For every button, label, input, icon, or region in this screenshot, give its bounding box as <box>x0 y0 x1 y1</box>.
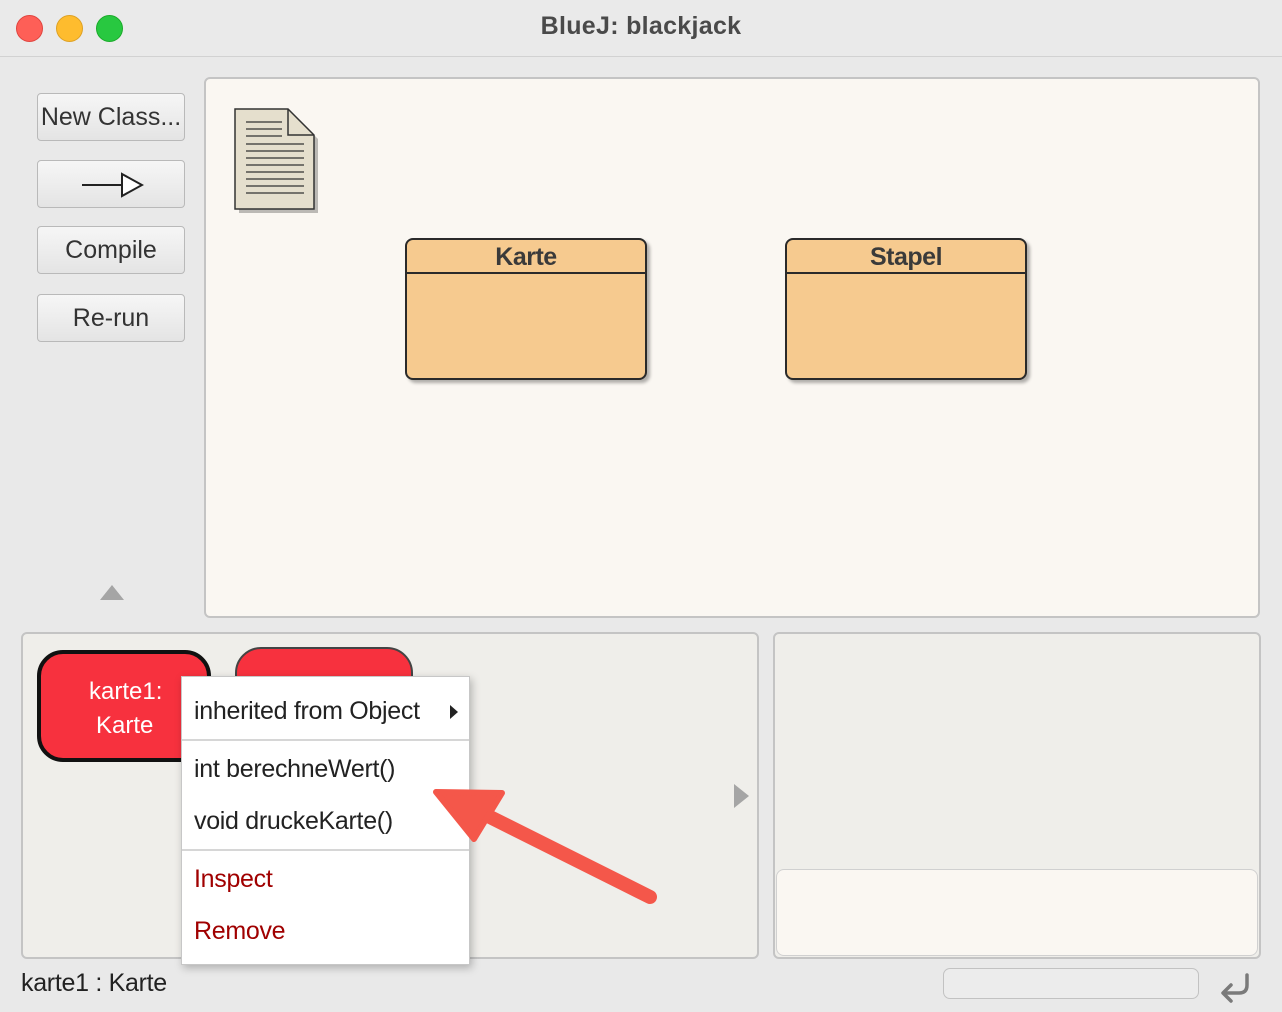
window-title: BlueJ: blackjack <box>540 12 742 40</box>
reset-machine-icon[interactable] <box>1217 969 1253 1003</box>
inheritance-arrow-icon <box>82 172 144 198</box>
codepad-input[interactable] <box>776 869 1258 956</box>
rerun-button[interactable]: Re-run <box>37 294 185 342</box>
object-context-menu: inherited from Object int berechneWert()… <box>181 676 470 965</box>
submenu-arrow-icon <box>450 705 458 719</box>
window-close-button[interactable] <box>16 15 43 42</box>
readme-document-icon[interactable] <box>234 108 320 214</box>
class-name: Stapel <box>787 240 1025 274</box>
menu-separator <box>182 739 469 741</box>
menu-item-berechne-wert[interactable]: int berechneWert() <box>194 755 396 783</box>
menu-item-remove[interactable]: Remove <box>194 917 286 945</box>
callout-arrow-icon <box>433 789 657 904</box>
collapse-up-icon[interactable] <box>100 585 124 600</box>
object-name: karte1: <box>89 678 163 705</box>
window-maximize-button[interactable] <box>96 15 123 42</box>
class-stapel[interactable]: Stapel <box>785 238 1027 380</box>
menu-item-inspect[interactable]: Inspect <box>194 865 273 893</box>
window-minimize-button[interactable] <box>56 15 83 42</box>
menu-item-drucke-karte[interactable]: void druckeKarte() <box>194 807 393 835</box>
status-text: karte1 : Karte <box>21 969 167 997</box>
title-bar: BlueJ: blackjack <box>0 0 1282 57</box>
vm-activity-indicator <box>943 968 1199 999</box>
menu-item-label: inherited from Object <box>194 697 420 725</box>
compile-button[interactable]: Compile <box>37 226 185 274</box>
menu-item-inherited[interactable]: inherited from Object <box>194 697 420 726</box>
class-name: Karte <box>407 240 645 274</box>
new-class-button[interactable]: New Class... <box>37 93 185 141</box>
expand-right-icon[interactable] <box>734 784 749 808</box>
menu-separator <box>182 849 469 851</box>
inheritance-arrow-button[interactable] <box>37 160 185 208</box>
class-diagram-canvas[interactable] <box>204 77 1260 618</box>
class-karte[interactable]: Karte <box>405 238 647 380</box>
object-type: Karte <box>96 712 154 739</box>
